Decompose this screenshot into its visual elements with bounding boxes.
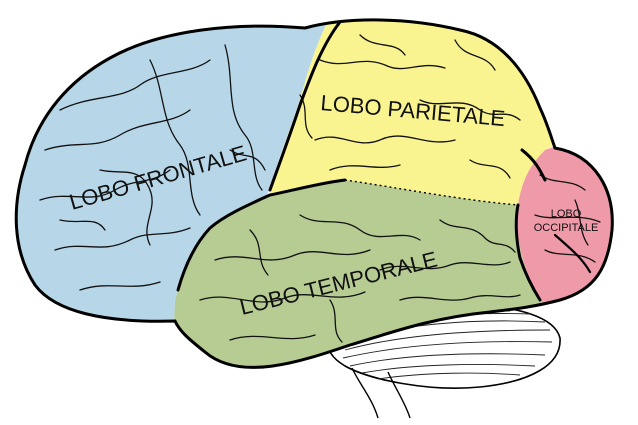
parieto-temporal-boundary	[344, 179, 519, 206]
central-sulcus	[268, 20, 342, 192]
occipital-fissure	[553, 233, 592, 274]
major-sulci	[176, 20, 592, 302]
lateral-sulcus	[176, 178, 347, 292]
occipital-lobe-label-line2: OCCIPITALE	[534, 222, 599, 234]
gyri-pattern	[39, 34, 601, 343]
occipital-lobe-label-line1: LOBO	[551, 208, 582, 220]
parieto-occipital-sulcus	[520, 148, 547, 182]
preoccipital-boundary	[514, 203, 542, 302]
temporal-lobe	[170, 180, 575, 368]
cerebrum-outline	[14, 18, 614, 369]
occipital-lobe	[516, 139, 613, 368]
brain-stem	[351, 367, 411, 419]
